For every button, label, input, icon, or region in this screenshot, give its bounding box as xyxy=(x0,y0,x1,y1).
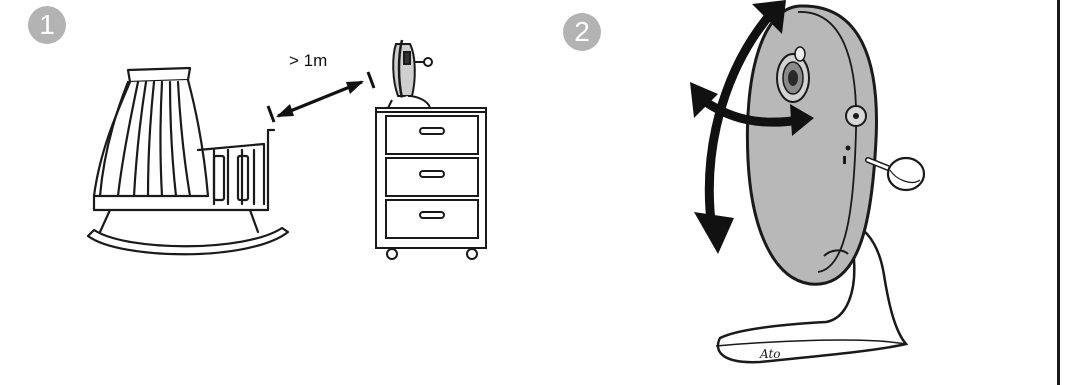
brand-logo: Ato xyxy=(759,347,781,361)
distance-arrow-icon xyxy=(268,72,374,122)
distance-label: > 1m xyxy=(289,51,327,71)
camera-icon-small xyxy=(388,40,432,108)
step-2-badge: 2 xyxy=(563,13,601,51)
camera-icon: Ato xyxy=(716,6,924,362)
crib-icon xyxy=(88,68,288,254)
page-border xyxy=(1057,0,1060,385)
dresser-icon xyxy=(376,108,486,259)
